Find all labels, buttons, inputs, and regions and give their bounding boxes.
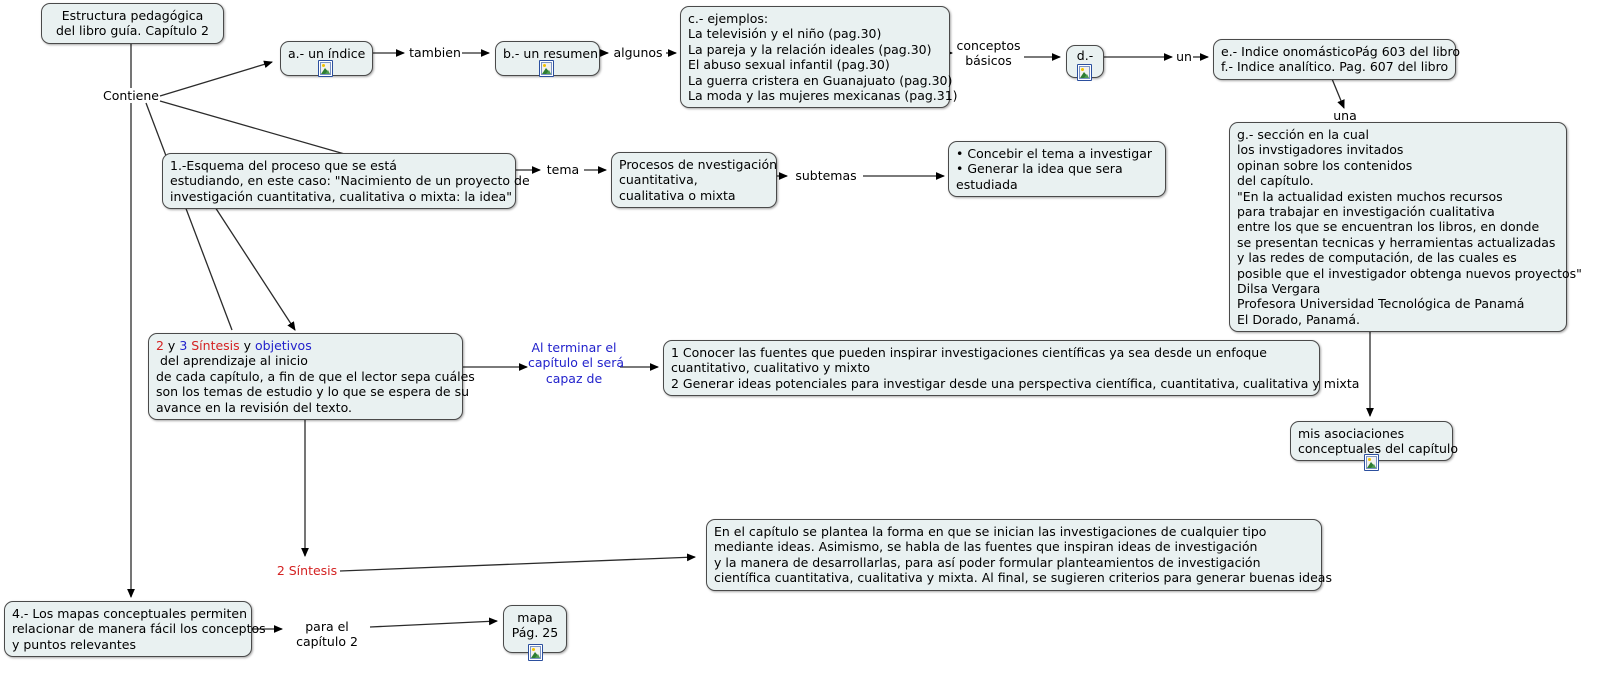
sintesis-num-3: 3 [179, 338, 188, 353]
sintesis-num-2: 2 [156, 338, 164, 353]
link-label-tema: tema [546, 162, 580, 177]
image-icon[interactable] [539, 60, 554, 77]
objetivos-word: objetivos [255, 338, 312, 353]
edge-esquema-sintesis [214, 206, 296, 331]
link-label-dos-sintesis: 2 Síntesis [276, 563, 338, 578]
sun-shape [1368, 458, 1371, 461]
edge-contiene-sintesis [145, 102, 233, 331]
image-icon-picture [541, 62, 552, 75]
node-objetivos-lista[interactable]: 1 Conocer las fuentes que pueden inspira… [663, 340, 1359, 397]
node-sintesis-objetivos[interactable]: 2 y 3 Síntesis y objetivos del aprendiza… [148, 333, 475, 421]
node-mapas-conceptuales[interactable]: 4.- Los mapas conceptuales permiten rela… [4, 601, 266, 658]
link-label-contiene: Contiene [103, 88, 159, 103]
mountain-shape-2 [1371, 464, 1376, 468]
node-mapa-pag[interactable]: mapa Pág. 25 [503, 605, 567, 653]
edge-paraelcapitulo-mapa [369, 617, 498, 628]
image-icon-picture [1366, 456, 1377, 469]
link-label-un: un [1176, 49, 1192, 64]
mountain-shape-2 [1084, 74, 1089, 78]
mountain-shape-2 [535, 654, 540, 658]
sintesis-conj-2: y [239, 338, 256, 353]
image-icon[interactable] [528, 644, 543, 661]
link-label-conceptos-basicos: conceptos básicos [956, 38, 1021, 69]
node-esquema[interactable]: 1.-Esquema del proceso que se está estud… [162, 153, 530, 210]
node-indices[interactable]: e.- Indice onomásticoPág 603 del libro f… [1213, 39, 1460, 80]
sun-shape [532, 648, 535, 651]
link-label-subtemas: subtemas [795, 168, 857, 183]
sun-shape [322, 64, 325, 67]
link-label-para-el-capitulo: para el capítulo 2 [296, 619, 358, 650]
image-icon-picture [320, 62, 331, 75]
image-icon-picture [530, 646, 541, 659]
node-root[interactable]: Estructura pedagógica del libro guía. Ca… [41, 3, 224, 44]
node-seccion[interactable]: g.- sección en la cual los invstigadores… [1229, 122, 1582, 333]
image-icon[interactable] [1364, 454, 1379, 471]
edge-contiene-esquema [159, 100, 356, 158]
link-label-tambien: tambien [409, 45, 461, 60]
node-procesos[interactable]: Procesos de nvestigación cuantitativa, c… [611, 152, 777, 209]
image-icon-picture [1079, 66, 1090, 79]
sintesis-rest: del aprendizaje al inicio de cada capítu… [156, 353, 475, 415]
edge-dossintesis-resumencap [339, 553, 696, 572]
node-ejemplos[interactable]: c.- ejemplos: La televisión y el niño (p… [680, 6, 958, 109]
link-label-algunos: algunos [613, 45, 663, 60]
image-icon[interactable] [318, 60, 333, 77]
node-resumen-capitulo[interactable]: En el capítulo se plantea la forma en qu… [706, 519, 1332, 591]
link-label-una: una [1333, 108, 1357, 123]
image-icon[interactable] [1077, 64, 1092, 81]
node-concebir[interactable]: • Concebir el tema a investigar • Genera… [948, 141, 1166, 198]
sun-shape [543, 64, 546, 67]
mountain-shape-2 [546, 70, 551, 74]
sun-shape [1081, 68, 1084, 71]
sintesis-conj-1: y [163, 338, 180, 353]
edge-contiene-indice [159, 60, 273, 97]
sintesis-word: Síntesis [191, 338, 240, 353]
mountain-shape-2 [325, 70, 330, 74]
node-resumen[interactable]: b.- un resumen [495, 41, 600, 76]
link-label-al-terminar: Al terminar el capítulo el será capaz de [528, 340, 624, 386]
